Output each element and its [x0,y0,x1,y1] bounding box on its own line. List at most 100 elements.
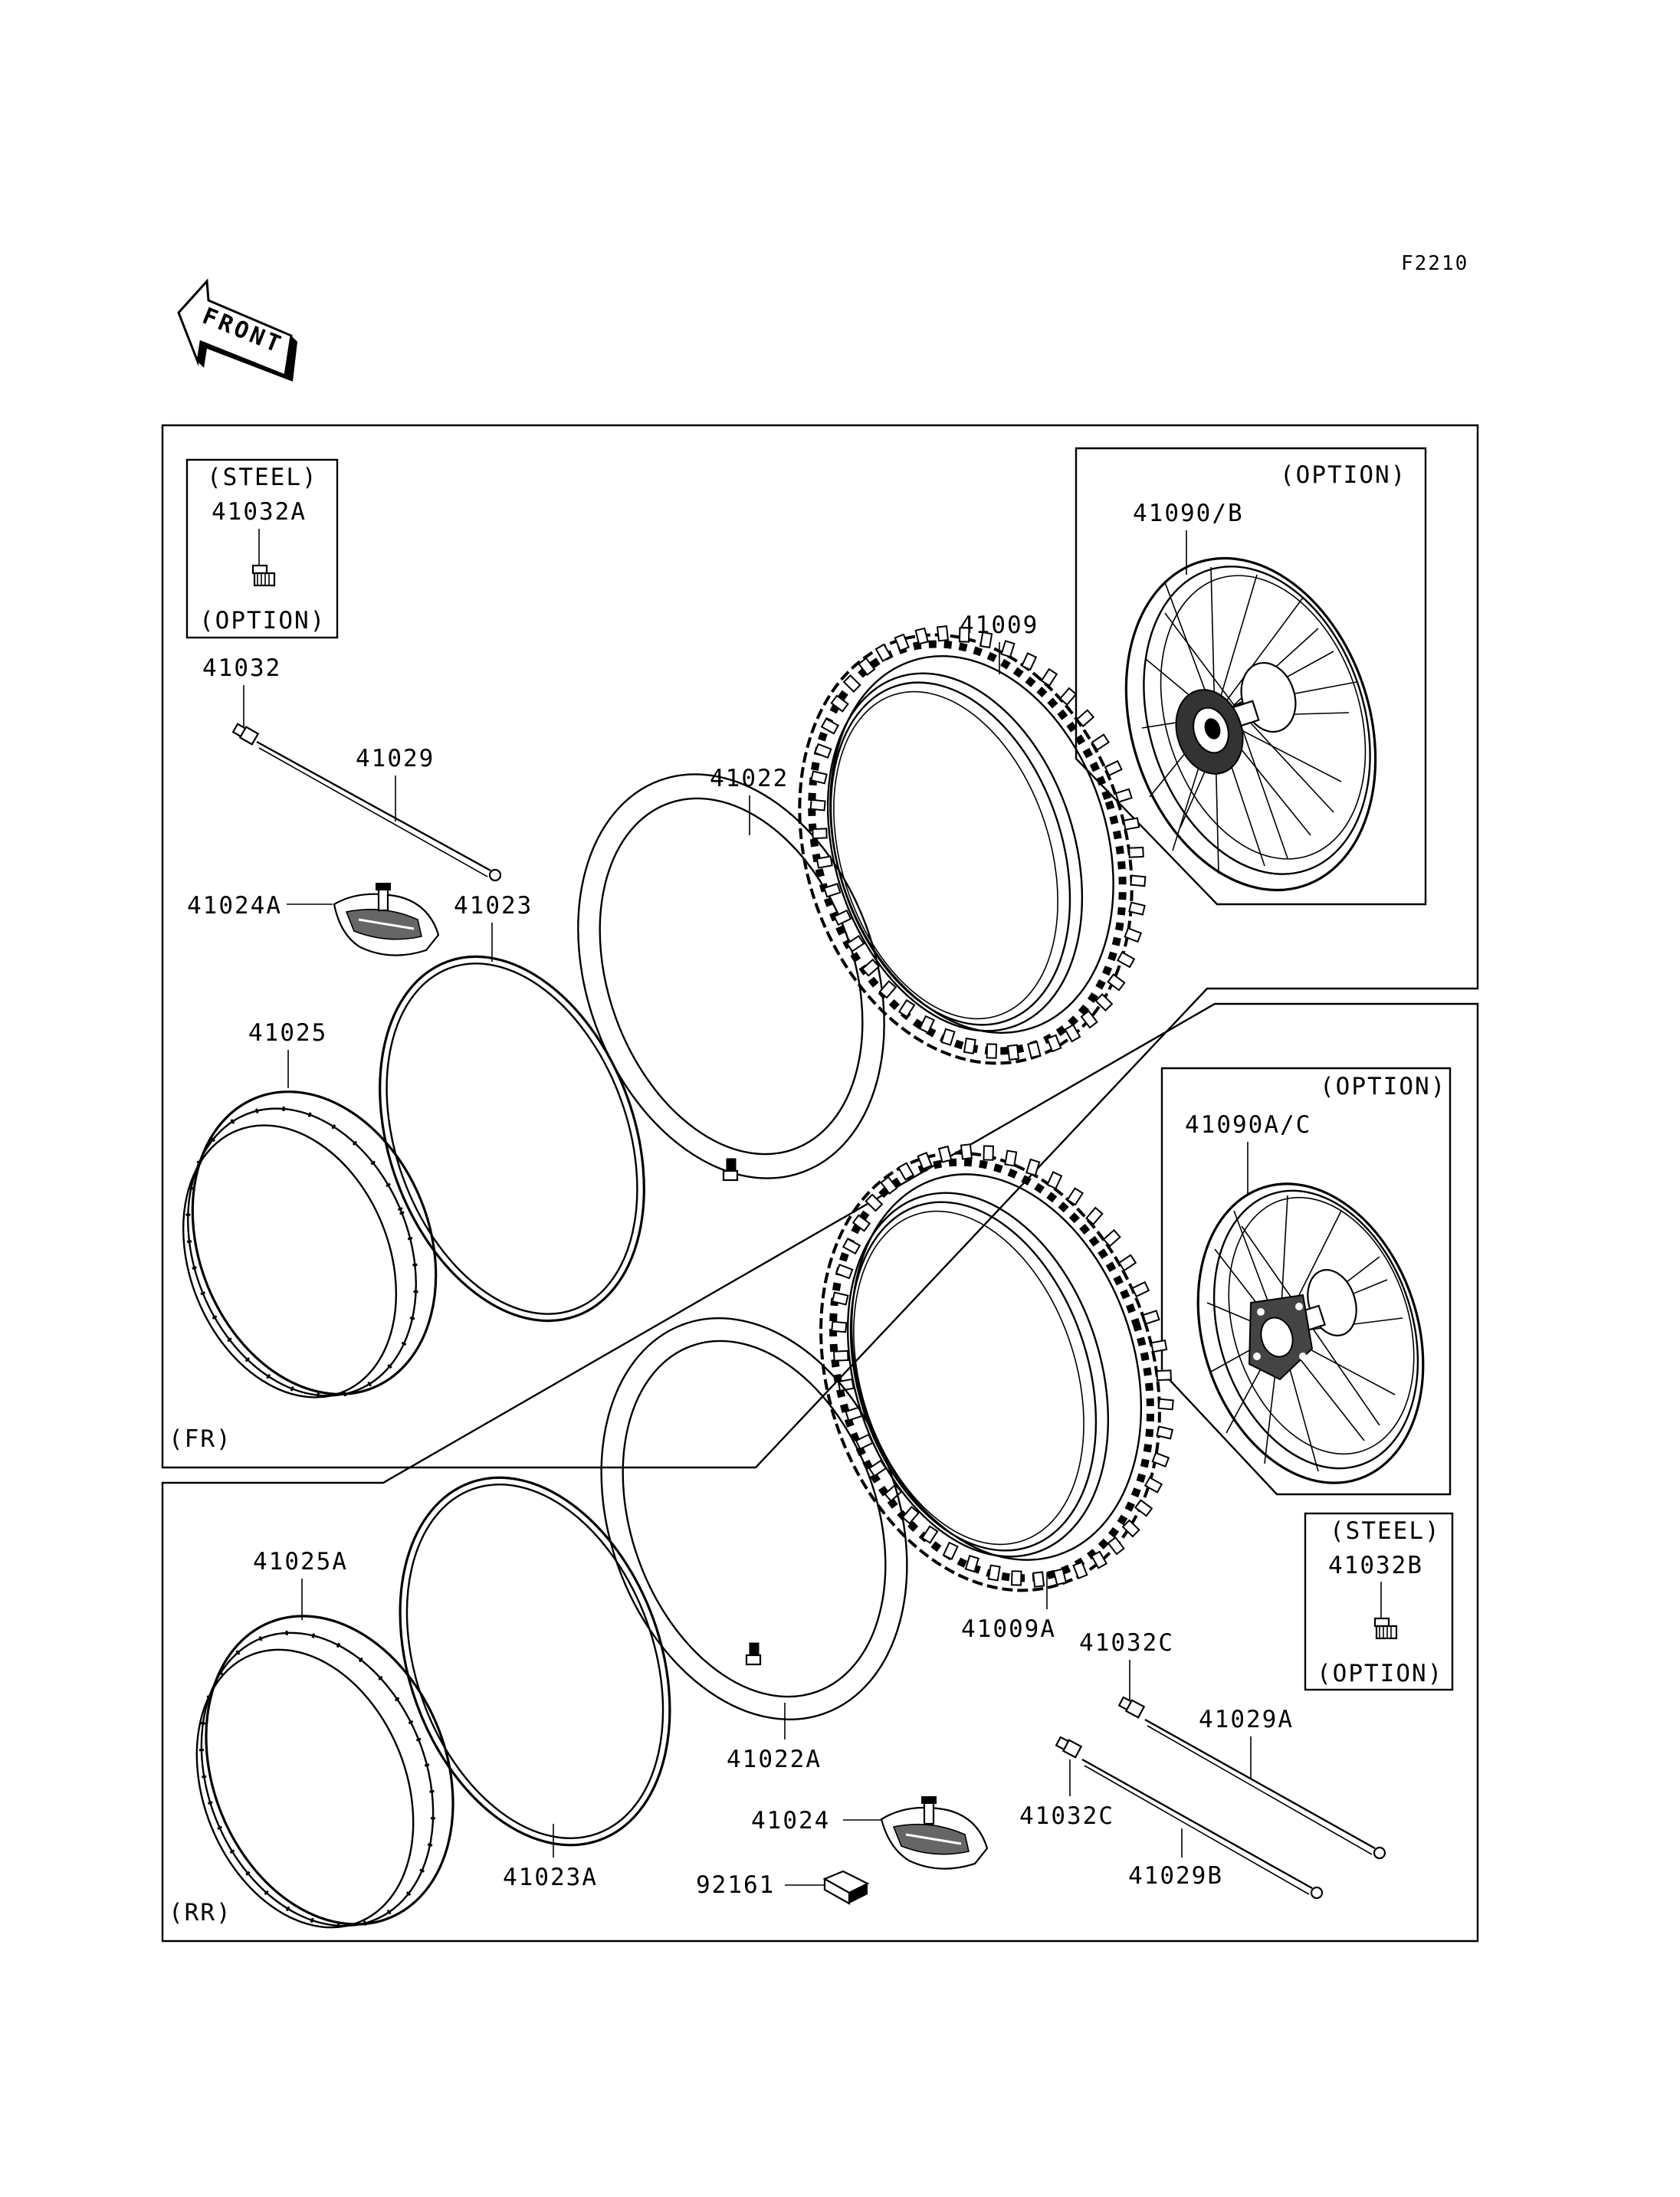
tread-knob [874,643,892,662]
tread-knob [845,935,865,953]
inner-tube-41022-icon [577,773,885,1182]
tread-knob [1004,1149,1018,1167]
tread-knob [865,1193,884,1212]
tread-knob [831,1291,849,1306]
tread-knob [1021,652,1038,671]
label-41022A: 41022A [727,1746,822,1773]
tread-knob [815,855,833,869]
tread-knob [835,1264,854,1280]
label-41022: 41022 [710,765,789,792]
tread-knob [833,909,852,926]
tread-knob [1114,788,1133,803]
tread-knob [868,1459,888,1477]
steel-front-bottom-label: (OPTION) [199,607,326,635]
label-41029: 41029 [356,745,435,772]
tread-knob [960,1143,973,1160]
tread-knob [878,980,897,999]
tread-knob [920,1525,939,1544]
steel-rear-top-label: (STEEL) [1330,1517,1441,1545]
tread-knob [858,657,876,676]
spoked-wheel-rear-icon [1196,1182,1425,1484]
label-41024A: 41024A [187,892,282,920]
spoke-41029A-icon [1144,1718,1386,1860]
tread-knob [987,1564,1001,1582]
tread-knob [1080,1010,1098,1029]
tread-knob [861,958,881,977]
tread-knob [842,1238,861,1255]
rear-section-frame [161,1002,1479,1943]
valve-cap-icon [1373,1617,1398,1640]
tread-knob [1006,1044,1020,1061]
tread-knob [1156,1369,1172,1382]
tread-knob [842,674,861,694]
tread-knob [880,1176,898,1195]
tread-knob [1052,1568,1068,1586]
rear-section-label: (RR) [169,1899,232,1926]
tread-knob [1151,1451,1170,1467]
tread-knob [983,1145,994,1161]
label-41023A: 41023A [503,1864,598,1891]
label-41025: 41025 [248,1019,327,1047]
tread-knob [831,1320,848,1333]
rim-41025A-icon [195,1615,454,1929]
tread-knob [1128,846,1144,858]
tread-knob [942,1541,959,1560]
tread-knob [1040,667,1058,687]
tread-knob [1032,1571,1045,1588]
inner-tube-41022A-icon [600,1317,908,1720]
spoke-41029B-icon [1081,1758,1324,1900]
spoke-41029-icon [256,740,502,882]
tread-knob [894,633,910,652]
tread-knob [830,694,849,713]
tread-knob [1130,874,1147,887]
tread-knob [958,627,970,643]
tread-knob [897,998,916,1018]
wheel-rear-top-label: (OPTION) [1320,1073,1446,1100]
steel-valve-option-box-rear: (STEEL) 41032B (OPTION) [1304,1512,1454,1691]
front-direction-arrow-icon: FRONT [177,278,297,382]
tread-knob [1064,1024,1081,1043]
tread-knob [1128,901,1146,916]
tread-knob [1090,1550,1108,1569]
tread-knob [1131,1280,1150,1298]
steel-valve-option-box-front: (STEEL) 41032A (OPTION) [185,458,339,639]
tread-knob [1046,1171,1063,1190]
tread-knob [979,631,993,649]
tread-knob [964,1554,979,1573]
tread-knob [1124,926,1143,943]
tread-knob [936,625,950,642]
tread-knob [813,743,832,759]
figure-code: F2210 [1401,252,1468,275]
spoked-wheel-front-icon [1124,556,1377,892]
label-41029B: 41029B [1128,1862,1223,1890]
tread-knob [914,627,929,645]
valve-cap-icon [251,564,276,587]
tread-knob [917,1152,933,1170]
tread-knob [1091,733,1111,751]
tread-knob [1094,992,1114,1012]
rim-band-41023A-icon [399,1476,671,1847]
label-41025A: 41025A [253,1548,348,1576]
steel-front-top-label: (STEEL) [207,464,318,491]
rim-lock-block-92161-icon [822,1870,870,1905]
knobby-tire-front-icon [798,625,1147,1065]
tread-knob [1000,640,1016,658]
tread-knob [940,1028,956,1046]
tread-knob [1144,1476,1163,1494]
label-41032: 41032 [202,654,281,682]
tread-knob [833,1349,849,1362]
tread-knob [1025,1158,1041,1177]
tread-knob [1104,759,1123,777]
tread-knob [1117,1254,1137,1272]
rim-band-41023-icon [379,955,645,1323]
tread-knob [823,883,842,898]
tread-knob [812,828,828,840]
tread-knob [918,1015,935,1034]
tread-knob [901,1506,920,1525]
knobby-tire-rear-icon [819,1143,1174,1592]
tread-knob [1107,1536,1125,1556]
tread-knob [1121,1519,1140,1538]
tread-knob [1027,1041,1042,1059]
tread-knob [1116,951,1136,969]
